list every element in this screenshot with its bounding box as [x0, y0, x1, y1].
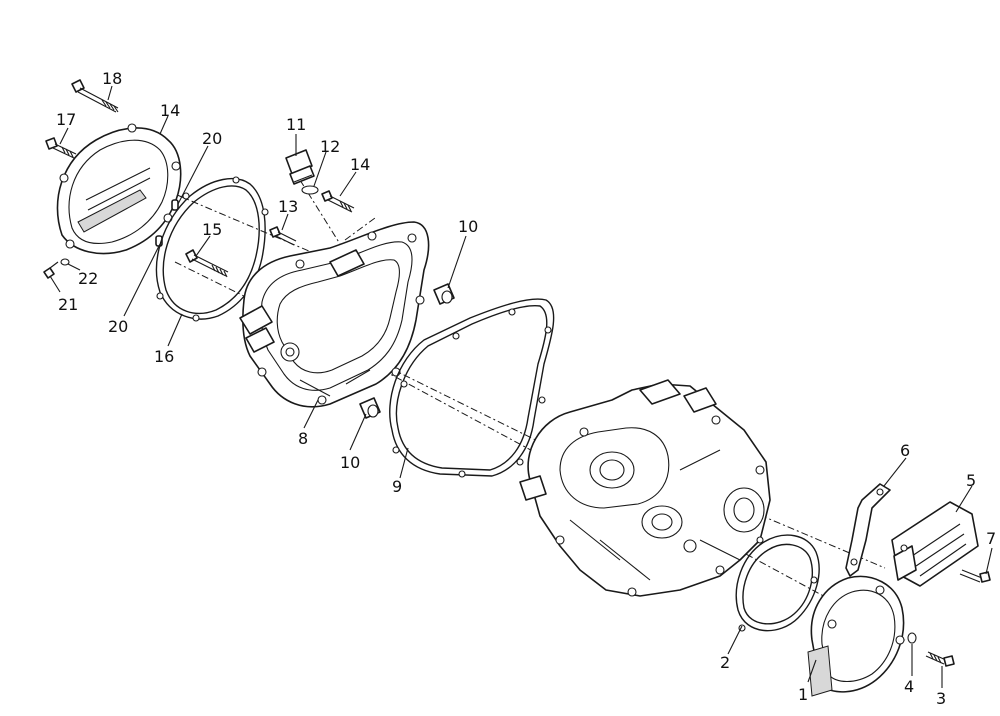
part-18-bolt — [45, 137, 77, 159]
callout-4: 4 — [904, 677, 914, 696]
crankcase-assembly — [519, 379, 771, 597]
part-14-bolt — [321, 190, 355, 213]
part-21-small-bolt — [43, 261, 59, 279]
part-3-bolt — [925, 651, 955, 667]
callout-8: 8 — [298, 429, 308, 448]
part-22-washer — [60, 258, 70, 266]
callout-15: 15 — [202, 220, 222, 239]
part-20-dowel-pins — [155, 199, 179, 247]
callout-6: 6 — [900, 441, 910, 460]
part-13-bolt — [269, 226, 297, 246]
callout-10-upper: 10 — [458, 217, 478, 236]
part-9-crankcase-gasket — [389, 298, 555, 478]
part-19-long-bolt — [71, 79, 119, 113]
part-5-cover-plate — [891, 501, 979, 587]
callout-12: 12 — [320, 137, 340, 156]
callout-10-lower: 10 — [340, 453, 360, 472]
part-2-generator-gasket — [735, 534, 820, 632]
callout-14: 14 — [350, 155, 370, 174]
part-10-bushing-upper — [433, 283, 455, 305]
callout-3: 3 — [936, 689, 946, 708]
callout-5: 5 — [966, 471, 976, 490]
part-16-clutch-cover — [56, 123, 182, 255]
callout-22: 22 — [78, 269, 98, 288]
callout-2: 2 — [720, 653, 730, 672]
callout-21: 21 — [58, 295, 78, 314]
callout-7: 7 — [986, 529, 996, 548]
part-6-bracket — [845, 483, 891, 577]
callout-leader-lines — [49, 85, 993, 688]
callout-13: 13 — [278, 197, 298, 216]
callout-16: 14 — [160, 101, 180, 120]
callout-20-lower: 20 — [108, 317, 128, 336]
callout-labels: 18 17 14 20 20 22 21 16 15 11 12 13 14 1… — [56, 69, 996, 708]
callout-11: 11 — [286, 115, 306, 134]
part-10-bushing-lower — [359, 397, 381, 419]
callout-20-upper: 20 — [202, 129, 222, 148]
callout-18: 17 — [56, 110, 76, 129]
part-1-generator-cover — [807, 575, 905, 697]
callout-1: 1 — [798, 685, 808, 704]
callout-19: 18 — [102, 69, 122, 88]
part-7-bolt — [959, 569, 991, 583]
part-4-washer — [907, 632, 917, 644]
part-15-long-bolt — [185, 249, 229, 278]
part-12-o-ring — [301, 185, 319, 195]
callout-17: 16 — [154, 347, 174, 366]
callout-9: 9 — [392, 477, 402, 496]
part-11-oil-filler-cap — [285, 149, 315, 185]
part-8-crankcase-cover — [239, 221, 430, 408]
